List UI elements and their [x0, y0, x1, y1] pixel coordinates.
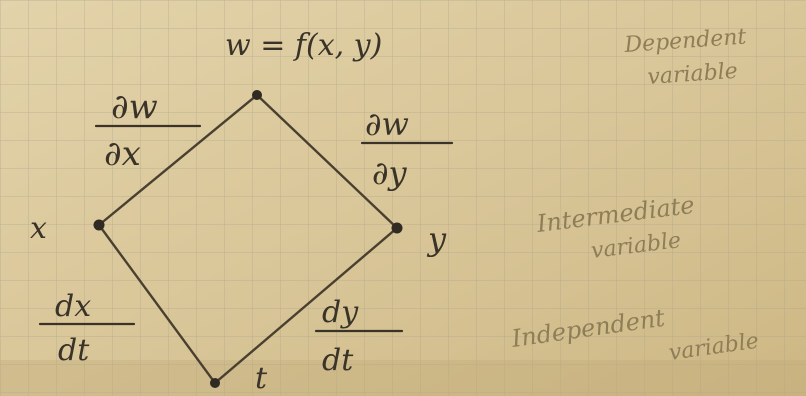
edge-x-t: [97, 223, 217, 385]
edge-w-y-denominator: ∂y: [372, 154, 408, 192]
page-edge-shadow: [0, 360, 806, 396]
edge-y-t-numerator: dy: [322, 295, 359, 330]
node-t-label: t: [255, 361, 268, 396]
node-x-label: x: [30, 211, 47, 246]
edge-w-x: [97, 93, 259, 227]
edge-y-t: [213, 226, 399, 385]
edge-w-y-numerator: ∂w: [365, 105, 409, 143]
node-y-dot: [391, 222, 403, 234]
edge-y-t-denominator: dt: [322, 343, 354, 378]
node-y-label: y: [426, 220, 447, 258]
edge-w-x-denominator: ∂x: [104, 134, 141, 174]
edge-x-t-numerator: dx: [55, 289, 91, 324]
edge-x-t-denominator: dt: [58, 333, 90, 368]
node-x-dot: [93, 219, 105, 231]
edge-w-x-numerator: ∂w: [111, 87, 158, 127]
node-w-dot: [252, 90, 262, 100]
node-t-dot: [210, 378, 220, 388]
node-w-label: w = f(x, y): [225, 28, 382, 63]
edge-w-y: [255, 93, 399, 230]
